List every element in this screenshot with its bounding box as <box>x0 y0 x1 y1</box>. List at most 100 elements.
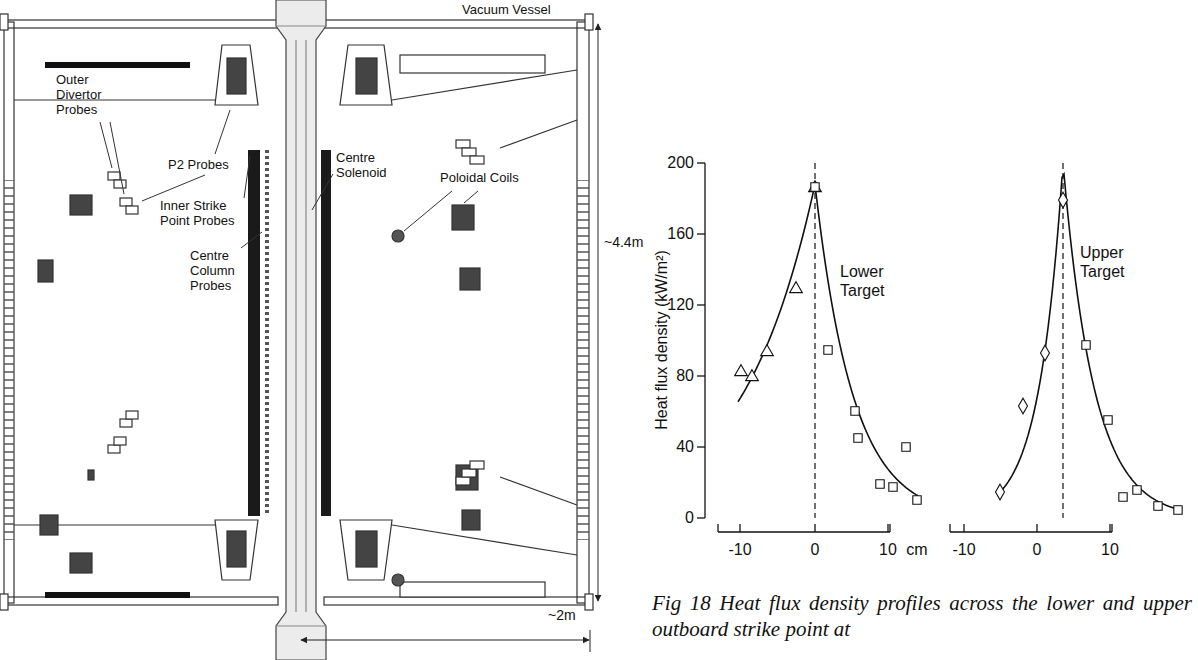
probe <box>126 411 138 419</box>
tick-label-text: 0 <box>1033 541 1042 559</box>
vessel-flange <box>585 14 593 30</box>
baffle-line <box>392 525 577 555</box>
diamond-marker <box>1019 398 1028 414</box>
tick-label: 10 <box>879 541 897 559</box>
x-tick <box>1111 524 1112 532</box>
part-label-text: Centre Solenoid <box>336 150 398 180</box>
centre-column <box>276 0 326 660</box>
square-marker <box>1154 502 1162 510</box>
part-label: Outer Divertor Probes <box>56 72 118 117</box>
wall-ribs <box>577 180 589 540</box>
probe <box>456 140 470 148</box>
tick-label-text: 10 <box>879 541 897 559</box>
poloidal-coil <box>70 195 92 215</box>
part-label-text: Poloidal Coils <box>440 170 519 185</box>
square-marker <box>1174 506 1182 514</box>
x-tick <box>949 524 950 532</box>
baffle-line <box>500 120 577 148</box>
fit-curve <box>1000 174 1182 510</box>
triangle-marker <box>746 370 759 381</box>
divertor-plate <box>400 55 545 73</box>
poloidal-coil <box>88 470 94 480</box>
tick-label: 80 <box>676 367 694 385</box>
column-line <box>276 625 326 626</box>
figure-caption: Fig 18 Heat flux density profiles across… <box>652 590 1192 642</box>
leader-line <box>215 110 230 154</box>
probe <box>462 148 476 156</box>
y-tick <box>697 162 705 163</box>
leader-line <box>404 191 452 231</box>
tick-label-text: 200 <box>667 154 694 172</box>
strike-point-line <box>1062 163 1063 518</box>
tick-label: 0 <box>1033 541 1042 559</box>
fit-curve <box>738 189 918 496</box>
poloidal-coil <box>392 574 404 586</box>
triangle-marker <box>809 181 822 192</box>
part-label-text: Outer Divertor Probes <box>56 72 118 117</box>
y-tick <box>697 446 705 447</box>
vessel-top-plate <box>324 20 589 28</box>
tick-label-text: 0 <box>811 541 820 559</box>
square-marker <box>811 183 819 191</box>
vessel-flange <box>0 594 8 610</box>
dimension-line <box>598 24 599 601</box>
vessel-flange <box>585 594 593 610</box>
baffle-line <box>500 477 577 505</box>
tick-label-text: -10 <box>728 541 751 559</box>
part-label-text: P2 Probes <box>168 157 229 172</box>
tick-label-text: 160 <box>667 225 694 243</box>
square-marker <box>1133 486 1141 494</box>
x-axis <box>718 531 890 532</box>
tick-label-text: -10 <box>952 541 975 559</box>
leader-line <box>244 156 250 198</box>
p2-coil <box>227 531 246 567</box>
series-label: Lower Target <box>840 262 902 300</box>
leader-line <box>142 175 205 201</box>
column-probes <box>265 150 269 516</box>
triangle-marker <box>761 345 774 356</box>
probe <box>108 172 120 180</box>
strike-point-probe-strip <box>248 150 260 516</box>
vessel-wall <box>4 22 14 603</box>
vessel-flange <box>0 14 8 30</box>
leader-line <box>100 122 112 168</box>
series-label-text: Upper Target <box>1080 243 1142 281</box>
tick-label-text: 10 <box>1101 541 1119 559</box>
x-axis <box>950 531 1112 532</box>
column-line <box>276 25 326 26</box>
poloidal-coil <box>70 553 92 573</box>
y-tick <box>697 375 705 376</box>
part-label: Poloidal Coils <box>440 170 519 185</box>
square-marker <box>889 483 897 491</box>
part-label-text: Vacuum Vessel <box>462 2 551 17</box>
y-tick <box>697 233 705 234</box>
tokamak-cross-section <box>0 0 598 660</box>
x-tick <box>887 524 888 532</box>
vessel-wall <box>577 22 589 603</box>
column-line <box>295 40 296 612</box>
dimension-label-text: ~2m <box>548 607 576 623</box>
probe <box>108 445 120 453</box>
tick-label-text: 120 <box>667 296 694 314</box>
square-marker <box>1082 341 1090 349</box>
probe <box>114 180 126 188</box>
axis-title: Heat flux density (kW/m²) <box>653 250 671 430</box>
dimension-label: ~2m <box>548 607 576 623</box>
part-label: Centre Solenoid <box>336 150 398 180</box>
part-label-text: Inner Strike Point Probes <box>160 198 244 228</box>
diamond-marker <box>996 484 1005 500</box>
leader-line <box>464 191 478 203</box>
square-marker <box>913 496 921 504</box>
divertor-plate <box>400 582 545 597</box>
part-label: Vacuum Vessel <box>462 2 551 17</box>
x-tick <box>1109 524 1110 532</box>
tick-label: 10 <box>1101 541 1119 559</box>
x-tick <box>963 524 964 532</box>
poloidal-coil <box>460 268 480 290</box>
vessel-bottom-plate <box>324 597 589 605</box>
dimension-label-text: ~4.4m <box>604 234 643 250</box>
p2-coil <box>356 58 377 94</box>
p2-coil <box>356 531 377 567</box>
axis-unit: cm <box>906 541 927 559</box>
part-label: Centre Column Probes <box>190 248 242 293</box>
